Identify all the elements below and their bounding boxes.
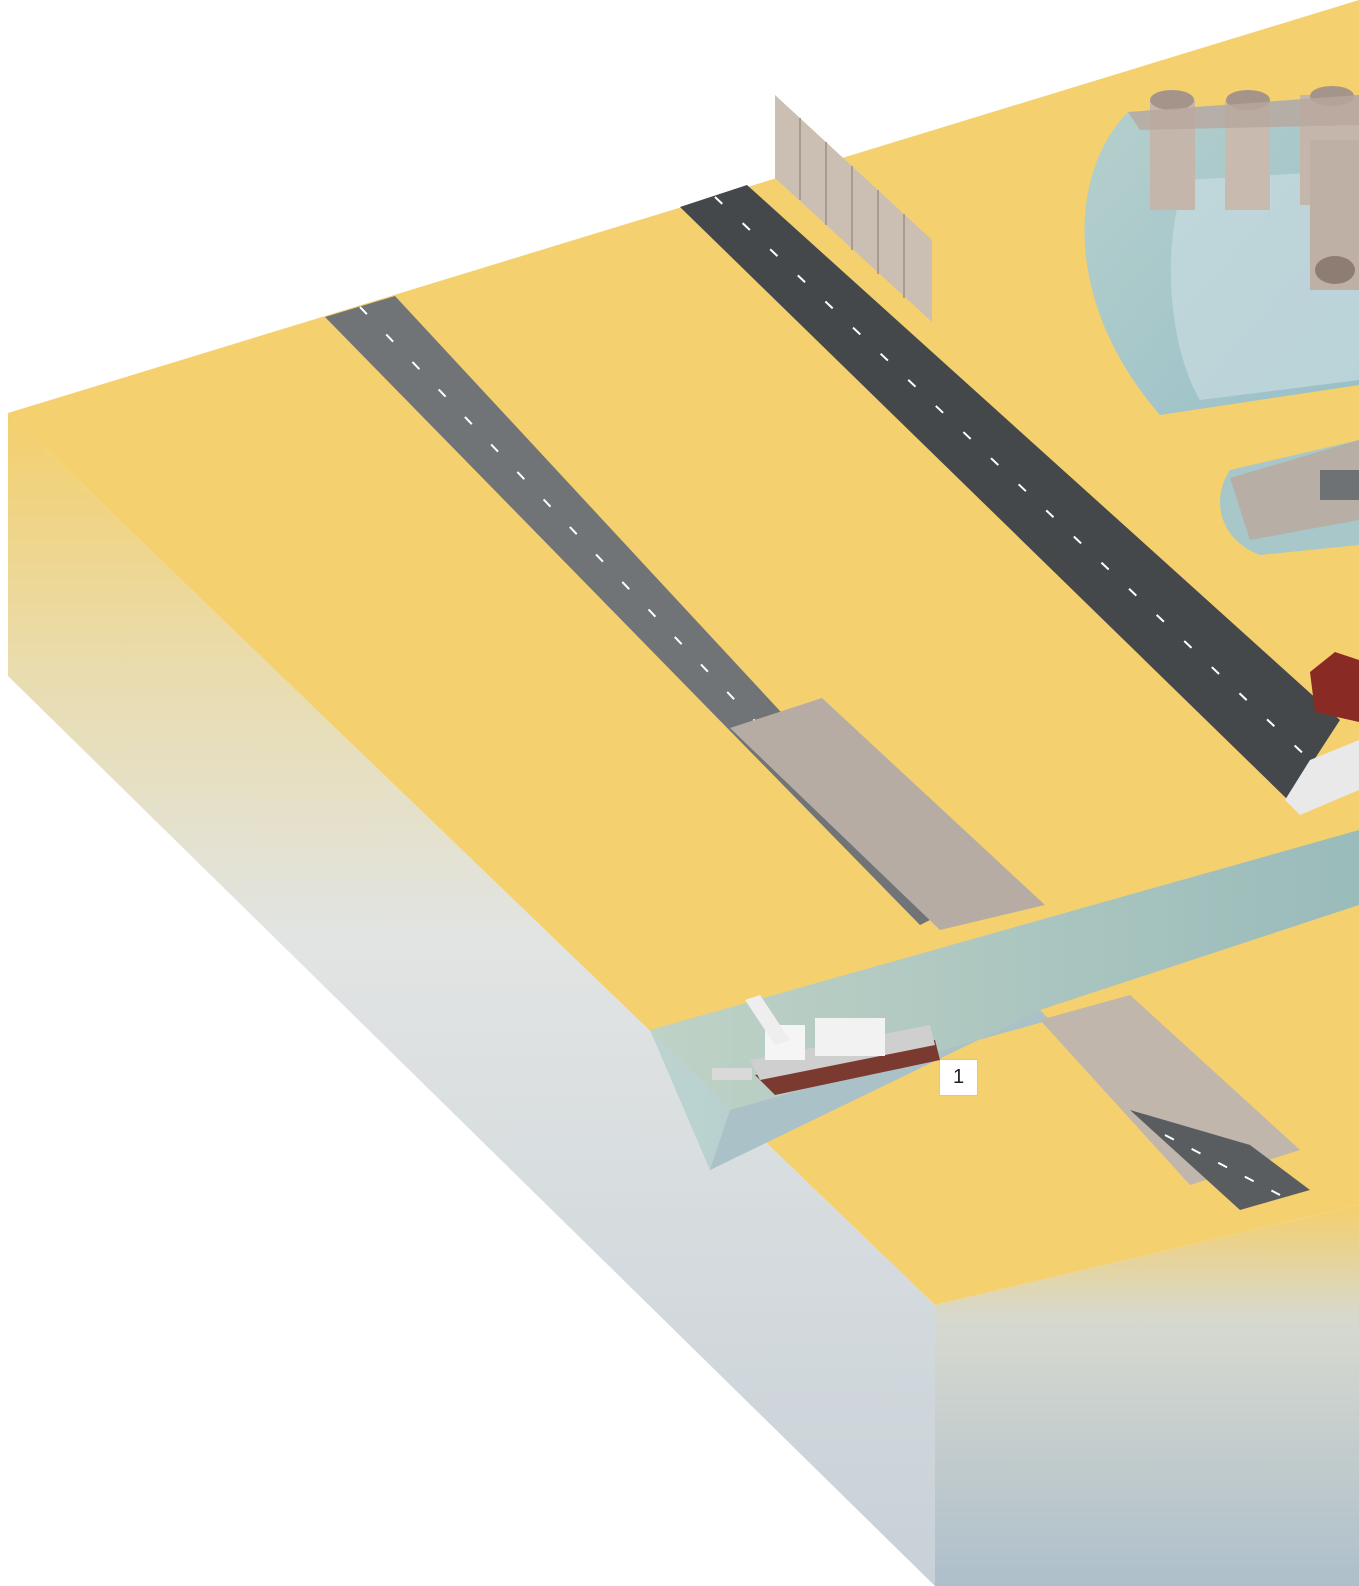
callout-label-1: 1 (940, 1060, 977, 1095)
